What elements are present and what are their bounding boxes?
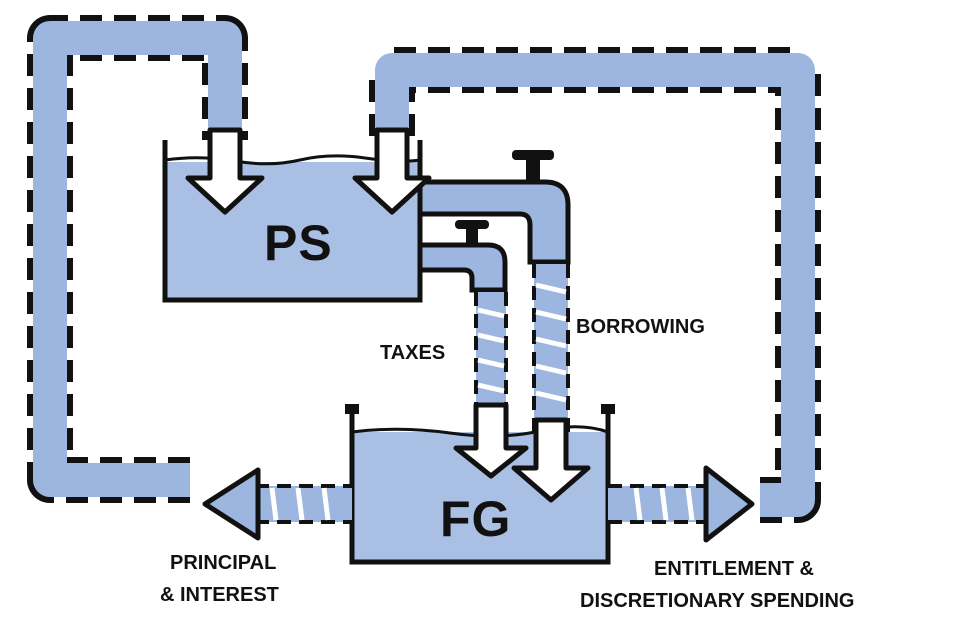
borrowing-stream — [532, 264, 570, 444]
fg-label: FG — [440, 491, 512, 547]
principal-outflow — [202, 467, 352, 541]
taxes-faucet — [417, 220, 508, 293]
borrowing-faucet — [417, 150, 571, 265]
spending-label-line1: ENTITLEMENT & — [654, 558, 814, 580]
inflow-arrow-right-icon — [352, 127, 432, 215]
spending-label-line2: DISCRETIONARY SPENDING — [580, 590, 855, 612]
spending-outflow — [608, 465, 755, 543]
borrowing-label: BORROWING — [576, 316, 705, 338]
inflow-arrow-left-icon — [185, 127, 265, 215]
taxes-arrow-icon — [453, 402, 529, 479]
principal-label-line2: & INTEREST — [160, 584, 279, 606]
principal-label-line1: PRINCIPAL — [170, 552, 277, 574]
spending-arrow-icon — [703, 465, 755, 543]
taxes-label: TAXES — [380, 342, 446, 364]
borrowing-arrow-icon — [511, 417, 591, 503]
principal-arrow-icon — [202, 467, 261, 541]
ps-label: PS — [264, 215, 333, 271]
